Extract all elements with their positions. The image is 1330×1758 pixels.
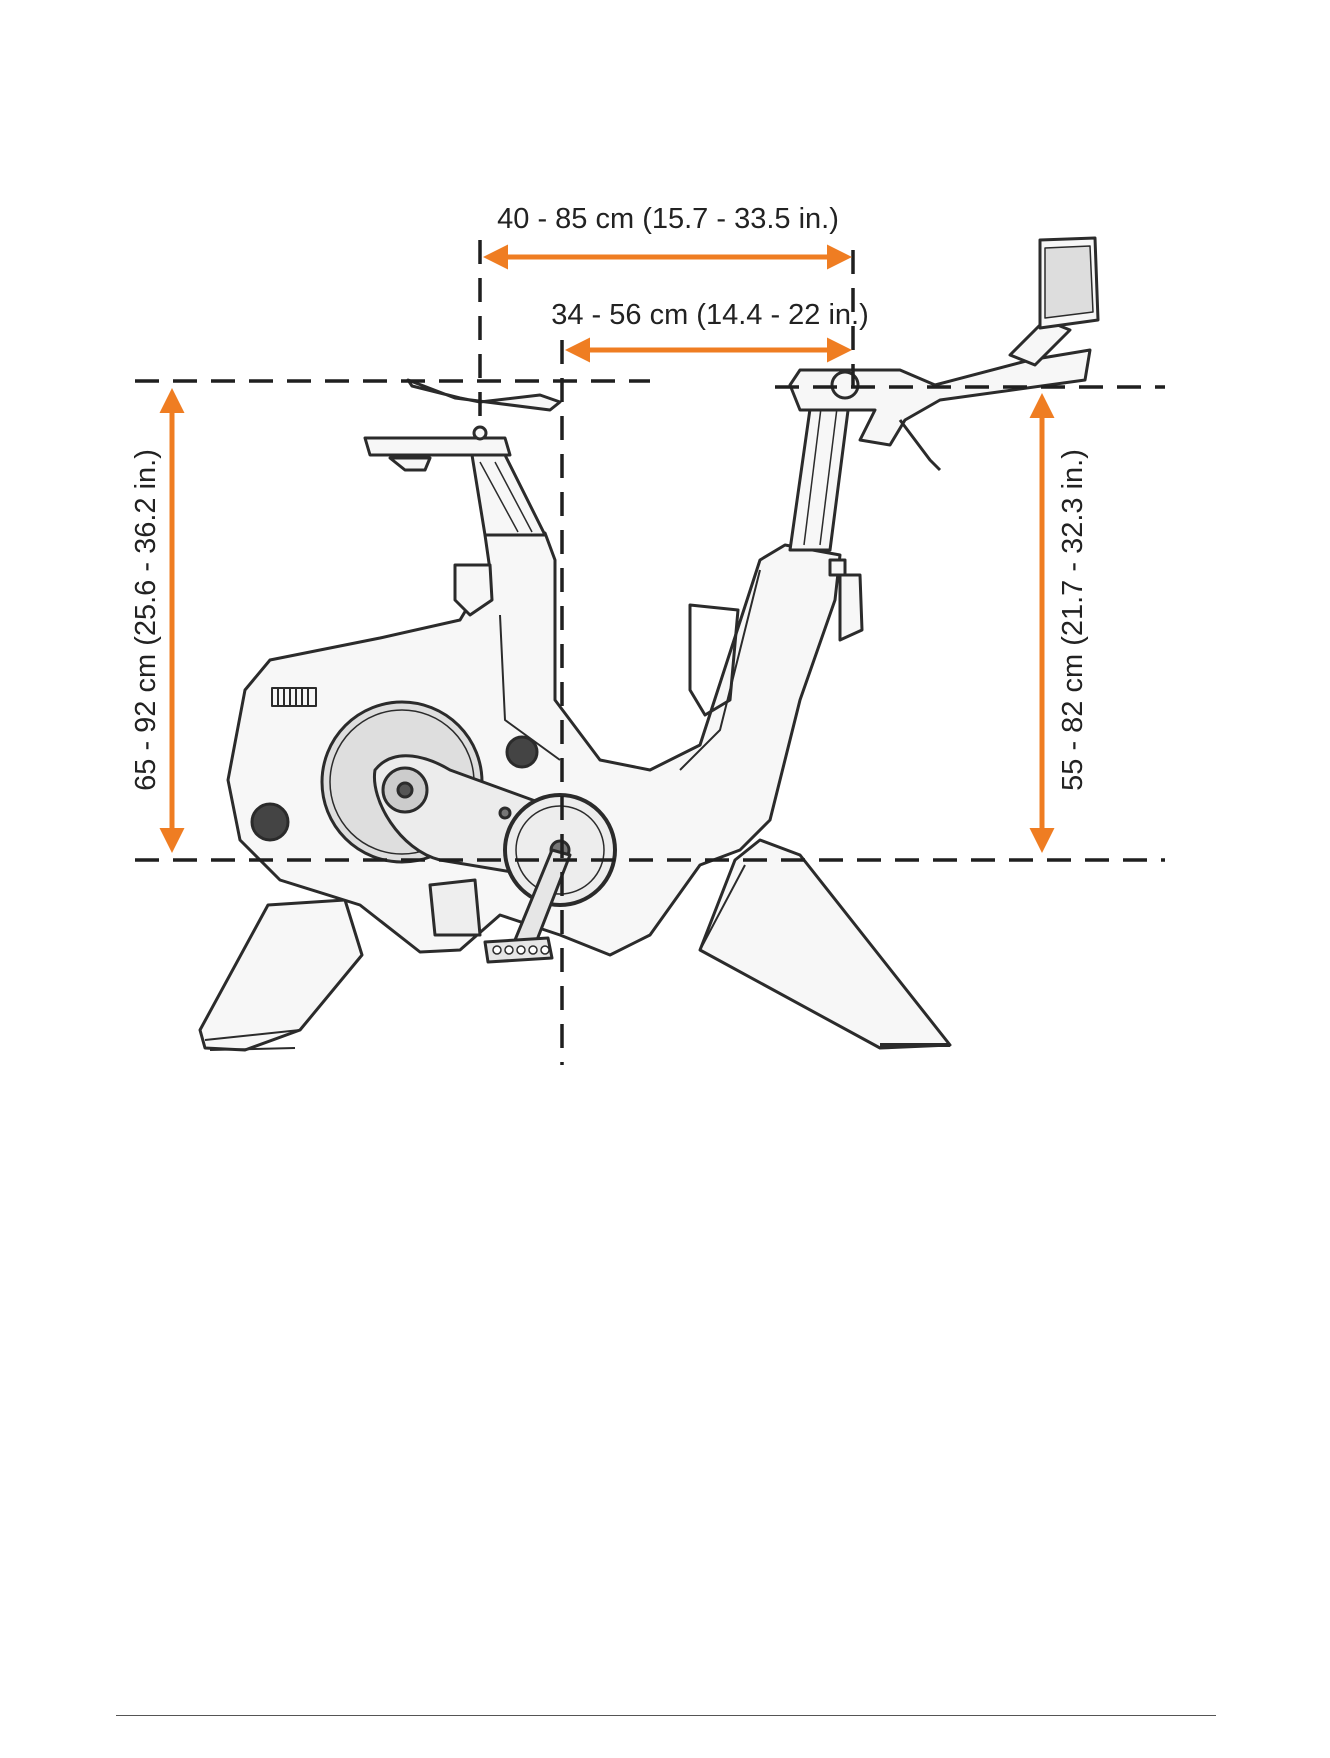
saddle-rail: [365, 438, 510, 455]
front-foot: [700, 840, 950, 1048]
saddle: [408, 380, 560, 410]
rear-foot: [200, 900, 362, 1050]
smart-bike-illustration: [200, 238, 1098, 1050]
handlebar-height-label: 55 - 82 cm (21.7 - 32.3 in.): [1057, 449, 1089, 791]
frame-hole: [507, 737, 537, 767]
saddle-height-label: 65 - 92 cm (25.6 - 36.2 in.): [130, 449, 162, 791]
footer-divider: [116, 1715, 1216, 1716]
handlebar-reach-label: 34 - 56 cm (14.4 - 22 in.): [551, 299, 869, 331]
saddle-setback-label: 40 - 85 cm (15.7 - 33.5 in.): [497, 203, 839, 235]
bar-adjust-knob: [840, 575, 862, 640]
lower-housing: [430, 880, 480, 935]
rear-handle-hole: [252, 804, 288, 840]
